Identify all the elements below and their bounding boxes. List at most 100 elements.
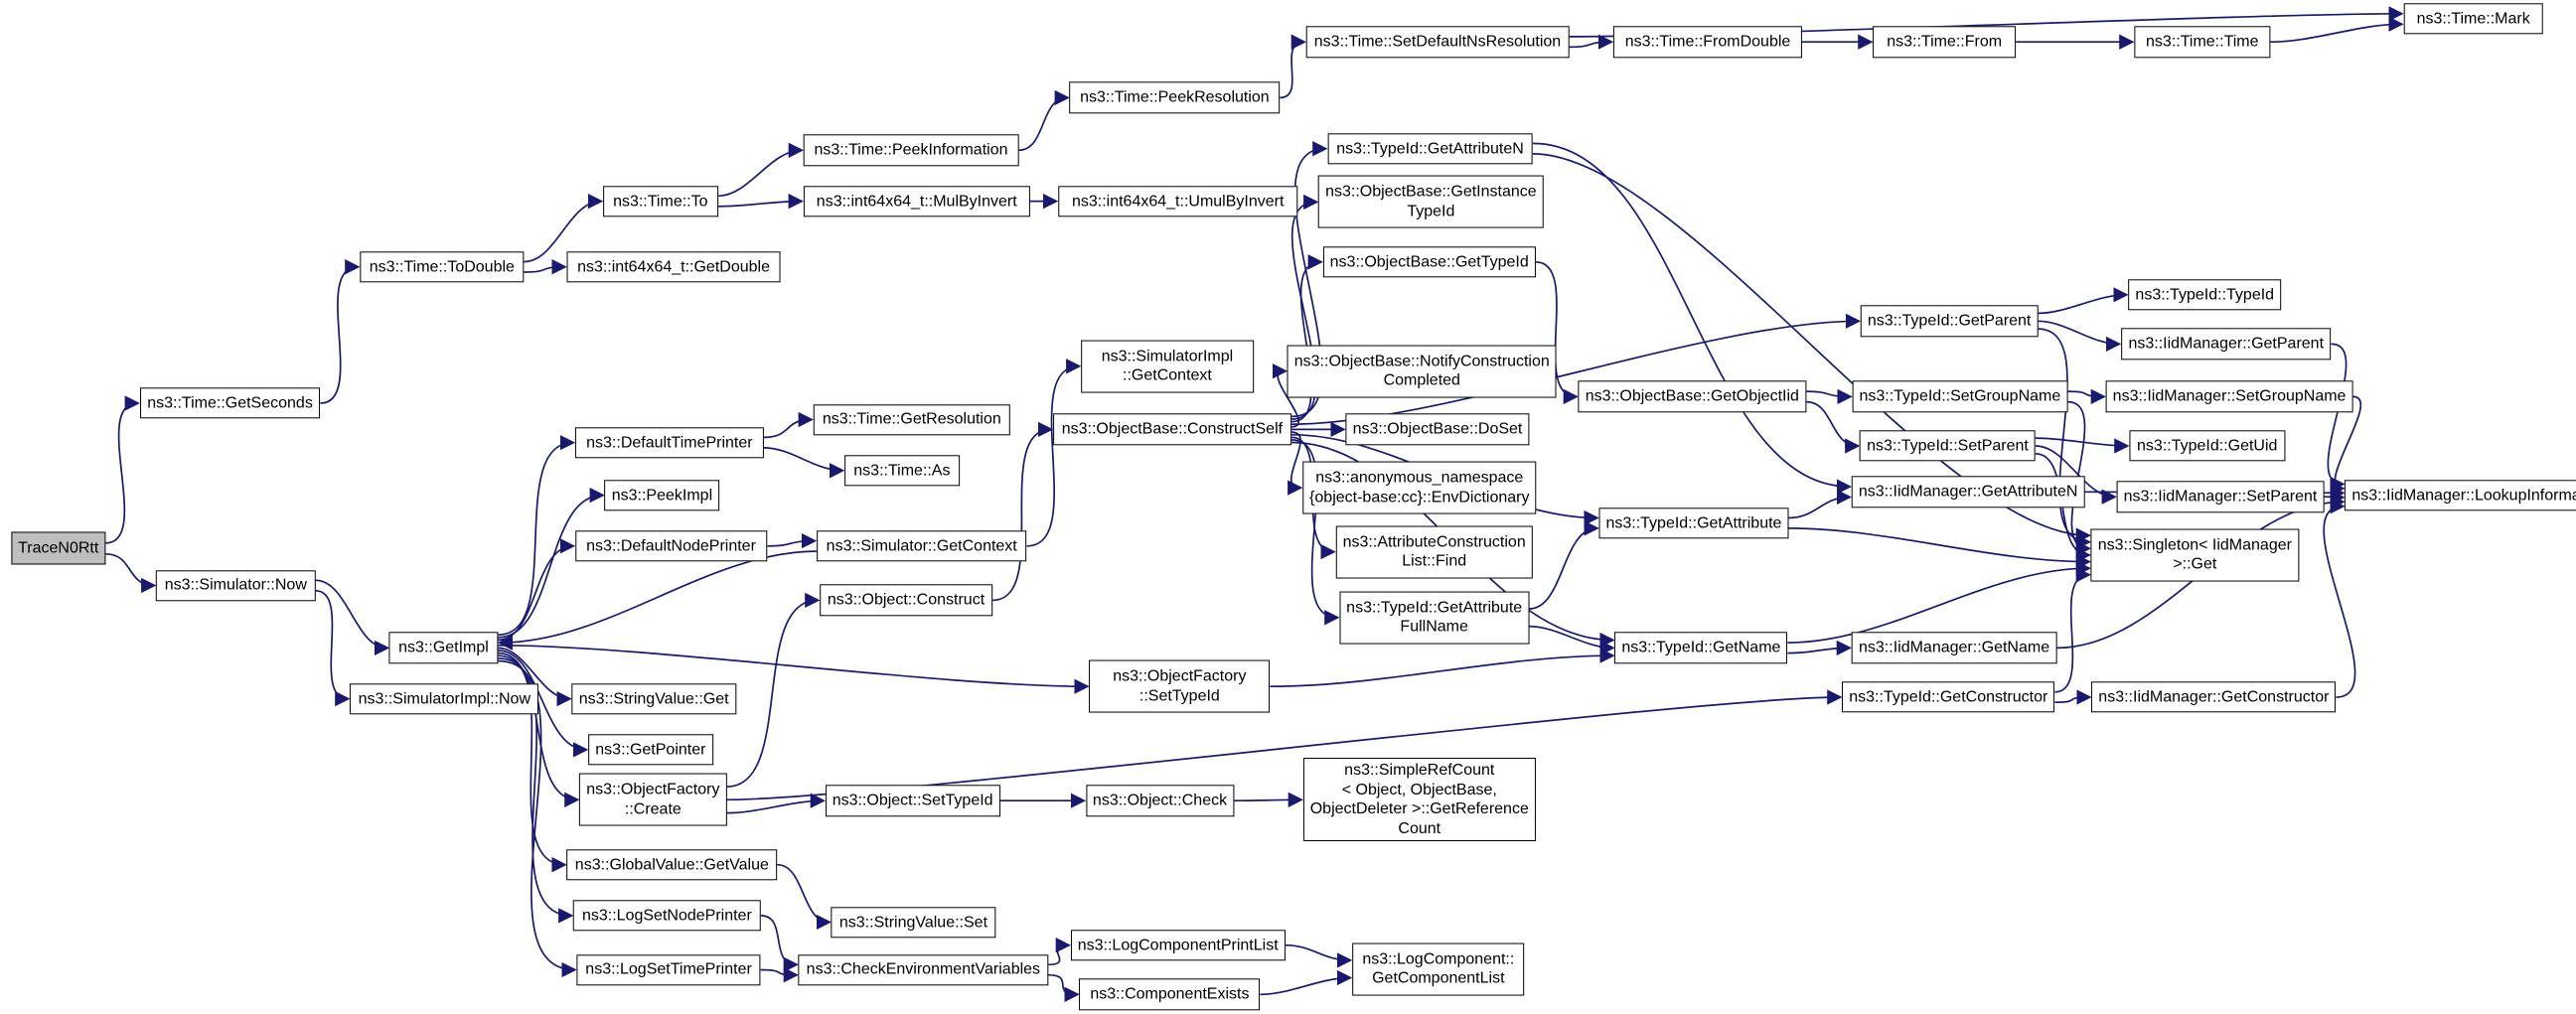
node-simulator-now[interactable]: ns3::Simulator::Now (156, 569, 316, 602)
node-singleton-iid-manager-get[interactable]: ns3::Singleton< IidManager>::Get (2090, 528, 2299, 582)
node-time-get-seconds[interactable]: ns3::Time::GetSeconds (139, 387, 321, 419)
node-label: ns3::PeekImpl (611, 486, 713, 504)
edge-get-impl--string-value-get (498, 647, 572, 707)
edge-get-impl--log-set-time-printer (498, 659, 577, 978)
node-label: ns3::ObjectBase::GetTypeId (1329, 253, 1529, 270)
node-object-factory-set-type-id[interactable]: ns3::ObjectFactory::SetTypeId (1089, 659, 1271, 713)
node-string-value-get[interactable]: ns3::StringValue::Get (571, 682, 736, 715)
node-time-time[interactable]: ns3::Time::Time (2134, 26, 2271, 58)
node-iid-manager-get-name[interactable]: ns3::IidManager::GetName (1851, 632, 2057, 664)
node-type-id-get-parent[interactable]: ns3::TypeId::GetParent (1860, 305, 2039, 337)
node-object-construct[interactable]: ns3::Object::Construct (820, 584, 992, 617)
node-type-id-get-constructor[interactable]: ns3::TypeId::GetConstructor (1842, 681, 2055, 713)
node-time-peek-resolution[interactable]: ns3::Time::PeekResolution (1069, 81, 1281, 114)
node-label: ns3::Object::Check (1092, 792, 1228, 809)
node-log-set-time-printer[interactable]: ns3::LogSetTimePrinter (576, 953, 761, 986)
node-default-time-printer[interactable]: ns3::DefaultTimePrinter (574, 426, 764, 459)
node-time-peek-information[interactable]: ns3::Time::PeekInformation (803, 134, 1019, 167)
node-iid-manager-set-parent[interactable]: ns3::IidManager::SetParent (2116, 481, 2325, 512)
node-time-get-resolution[interactable]: ns3::Time::GetResolution (813, 403, 1011, 436)
node-label: ns3::IidManager::GetParent (2128, 335, 2325, 353)
edge-type-id-get-attribute--iid-manager-get-attribute-n (1788, 489, 1853, 519)
node-object-check[interactable]: ns3::Object::Check (1085, 785, 1235, 816)
node-default-node-printer[interactable]: ns3::DefaultNodePrinter (574, 530, 768, 562)
node-time-mark[interactable]: ns3::Time::Mark (2403, 3, 2543, 35)
edge-get-impl--default-node-printer (498, 538, 576, 642)
node-simulator-impl-get-context[interactable]: ns3::SimulatorImpl::GetContext (1081, 340, 1254, 393)
node-label: >::Get (2173, 555, 2217, 573)
node-time-from-double[interactable]: ns3::Time::FromDouble (1612, 26, 1803, 58)
edge-simulator-now--get-impl (315, 579, 390, 656)
node-iid-manager-get-parent[interactable]: ns3::IidManager::GetParent (2120, 328, 2332, 361)
node-time-to-double[interactable]: ns3::Time::ToDouble (360, 251, 525, 283)
node-time-to[interactable]: ns3::Time::To (602, 185, 718, 217)
edge-time-set-default-ns-resolution--time-from-double (1569, 34, 1614, 50)
node-object-set-type-id[interactable]: ns3::Object::SetTypeId (825, 785, 1000, 816)
node-type-id-set-group-name[interactable]: ns3::TypeId::SetGroupName (1852, 380, 2068, 413)
node-label: ns3::Simulator::Now (164, 576, 307, 594)
edge-type-id-get-constructor--singleton-iid-manager-get (2054, 567, 2091, 693)
node-int64x64-umul-by-invert[interactable]: ns3::int64x64_t::UmulByInvert (1057, 185, 1298, 217)
node-iid-manager-lookup-information[interactable]: ns3::IidManager::LookupInformation (2345, 479, 2576, 511)
node-label: ns3::StringValue::Get (578, 689, 729, 707)
edge-check-environment-variables--log-component-print-list (1048, 938, 1071, 966)
node-label: ns3::LogSetTimePrinter (585, 960, 752, 978)
node-type-id-get-uid[interactable]: ns3::TypeId::GetUid (2129, 430, 2286, 462)
node-iid-manager-set-group-name[interactable]: ns3::IidManager::SetGroupName (2105, 380, 2353, 413)
node-get-component-list[interactable]: ns3::LogComponent::GetComponentList (1352, 942, 1525, 996)
edge-iid-manager-set-parent--iid-manager-lookup-information (2324, 490, 2346, 506)
node-log-set-node-printer[interactable]: ns3::LogSetNodePrinter (573, 900, 761, 932)
edge-simulator-now--simulator-impl-now (315, 589, 351, 707)
node-check-environment-variables[interactable]: ns3::CheckEnvironmentVariables (798, 953, 1049, 986)
node-component-exists[interactable]: ns3::ComponentExists (1079, 978, 1261, 1011)
node-global-value-get-value[interactable]: ns3::GlobalValue::GetValue (566, 848, 778, 881)
node-label: ns3::ObjectFactory (1113, 667, 1247, 685)
node-int64x64-mul-by-invert[interactable]: ns3::int64x64_t::MulByInvert (803, 185, 1030, 217)
node-iid-manager-get-constructor[interactable]: ns3::IidManager::GetConstructor (2091, 681, 2337, 713)
node-int64x64-get-double[interactable]: ns3::int64x64_t::GetDouble (566, 251, 781, 283)
node-object-factory-create[interactable]: ns3::ObjectFactory::Create (579, 773, 727, 826)
node-object-base-get-object-iid[interactable]: ns3::ObjectBase::GetObjectIid (1578, 380, 1806, 413)
node-time-set-default-ns-resolution[interactable]: ns3::Time::SetDefaultNsResolution (1305, 26, 1570, 58)
edge-type-id-get-parent--type-id-type-id (2038, 287, 2129, 315)
edge-time-to-double--int64x64-get-double (524, 259, 567, 275)
node-simulator-impl-now[interactable]: ns3::SimulatorImpl::Now (350, 682, 539, 715)
node-label: ns3::GetImpl (398, 639, 489, 656)
node-object-base-construct-self[interactable]: ns3::ObjectBase::ConstructSelf (1053, 413, 1291, 446)
node-label: ns3::SimulatorImpl::Now (358, 689, 531, 707)
node-object-base-get-type-id[interactable]: ns3::ObjectBase::GetTypeId (1322, 246, 1536, 278)
node-env-dictionary[interactable]: ns3::anonymous_namespace{object-base:cc}… (1302, 461, 1537, 514)
node-log-component-print-list[interactable]: ns3::LogComponentPrintList (1070, 930, 1286, 961)
node-label: ns3::TypeId::GetUid (2137, 437, 2278, 455)
edge-object-base-get-object-iid--type-id-set-parent (1805, 400, 1861, 454)
edge-get-impl--object-factory-set-type-id (498, 644, 1090, 694)
node-get-reference-count[interactable]: ns3::SimpleRefCount< Object, ObjectBase,… (1302, 758, 1536, 842)
node-label: ns3::DefaultTimePrinter (586, 433, 753, 451)
node-type-id-get-attribute-n[interactable]: ns3::TypeId::GetAttributeN (1327, 132, 1533, 165)
edge-simulator-get-context--get-impl (497, 550, 817, 651)
edge-iid-manager-set-group-name--iid-manager-lookup-information (2330, 395, 2362, 497)
edge-default-time-printer--time-get-resolution (763, 411, 814, 439)
node-label: ns3::Time::Mark (2416, 10, 2530, 28)
node-simulator-get-context[interactable]: ns3::Simulator::GetContext (816, 530, 1027, 562)
node-get-impl[interactable]: ns3::GetImpl (388, 632, 499, 664)
node-type-id-get-name[interactable]: ns3::TypeId::GetName (1614, 632, 1788, 664)
node-type-id-type-id[interactable]: ns3::TypeId::TypeId (2128, 279, 2282, 311)
edge-object-construct--object-base-construct-self (991, 421, 1054, 602)
edge-object-factory-set-type-id--type-id-get-name (1270, 648, 1615, 688)
edge-type-id-set-parent--iid-manager-set-parent (2035, 445, 2117, 505)
node-iid-manager-get-attribute-n[interactable]: ns3::IidManager::GetAttributeN (1851, 476, 2085, 507)
edge-type-id-get-attribute--singleton-iid-manager-get (1788, 527, 2091, 570)
node-peek-impl[interactable]: ns3::PeekImpl (604, 479, 720, 511)
node-time-from[interactable]: ns3::Time::From (1873, 26, 2017, 58)
node-time-as[interactable]: ns3::Time::As (844, 455, 960, 487)
node-type-id-get-attribute[interactable]: ns3::TypeId::GetAttribute (1598, 507, 1789, 539)
node-get-pointer[interactable]: ns3::GetPointer (588, 734, 713, 766)
node-object-base-do-set[interactable]: ns3::ObjectBase::DoSet (1345, 413, 1530, 446)
node-type-id-set-parent[interactable]: ns3::TypeId::SetParent (1860, 430, 2036, 462)
node-string-value-set[interactable]: ns3::StringValue::Set (831, 906, 996, 939)
